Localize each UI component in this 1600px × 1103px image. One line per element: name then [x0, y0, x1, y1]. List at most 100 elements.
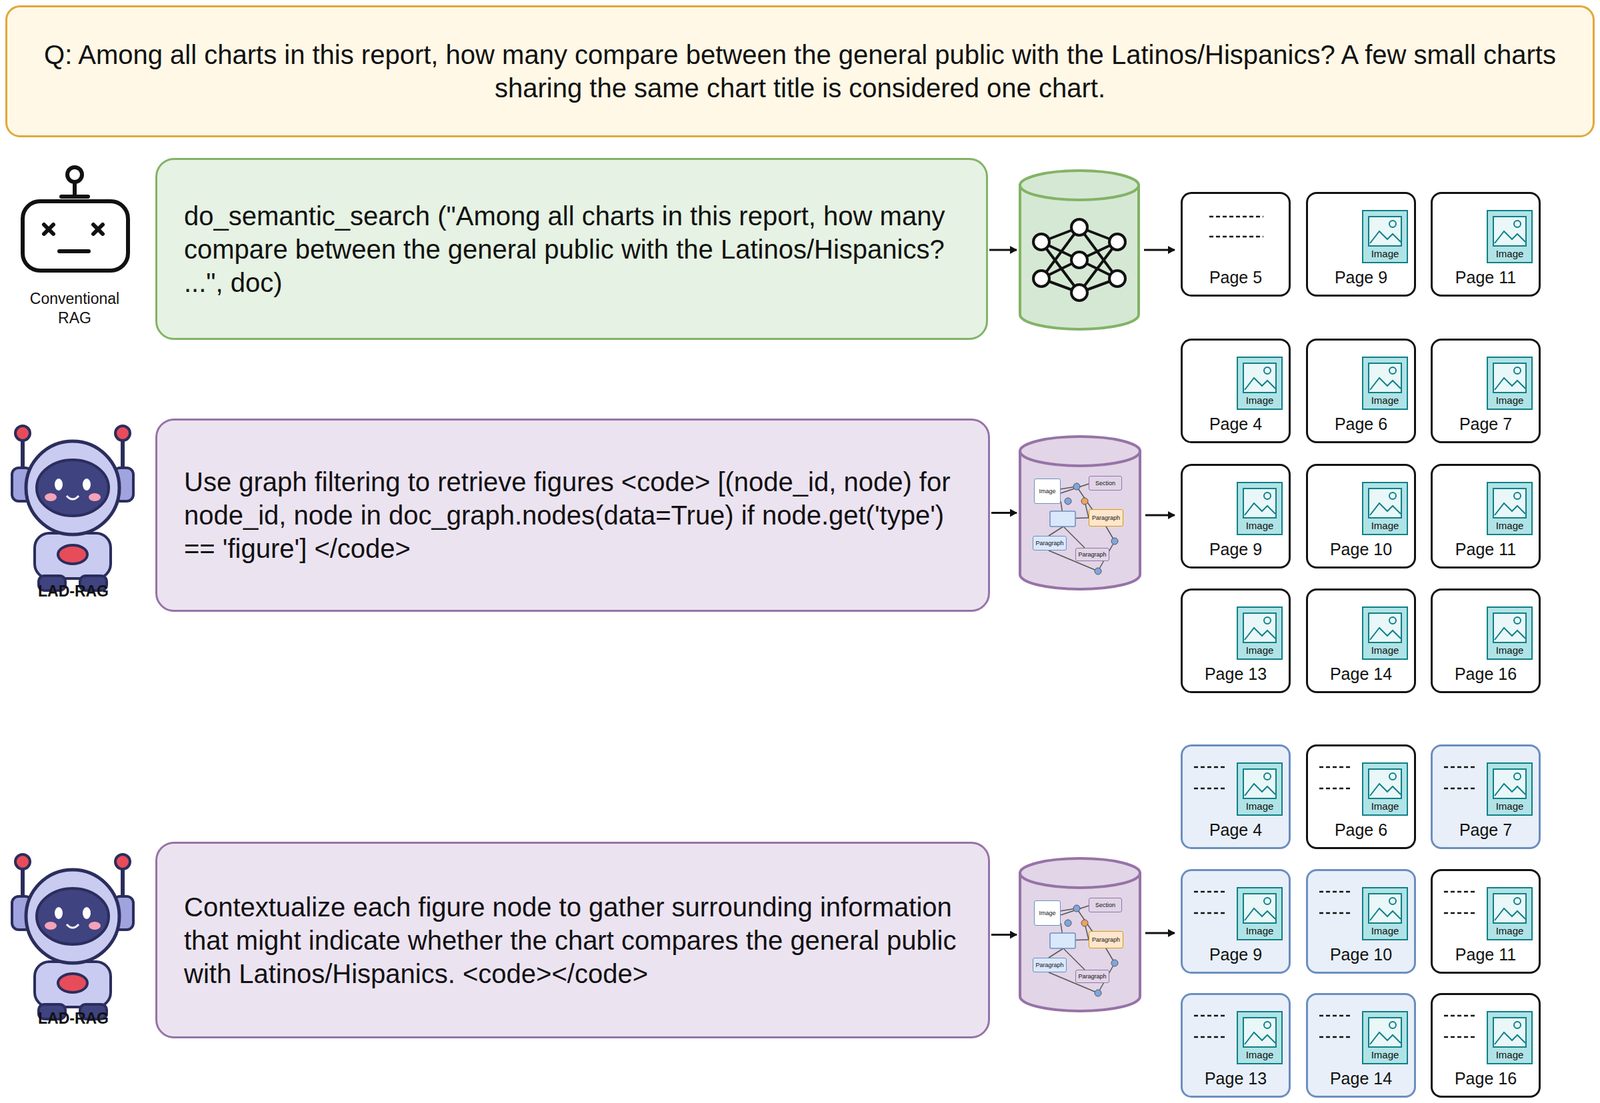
- image-label: Image: [1496, 800, 1524, 812]
- page-label: Page 11: [1455, 945, 1516, 964]
- image-icon: Image: [1486, 210, 1533, 264]
- connector-arrow: [991, 512, 1017, 514]
- lad-rag-robot: [12, 854, 134, 1020]
- connector-arrow: [991, 934, 1017, 936]
- image-icon: Image: [1486, 482, 1533, 536]
- page-thumbnail: Page 10 Image: [1306, 869, 1416, 974]
- page-thumbnail: Page 4Image: [1180, 338, 1291, 444]
- image-icon: Image: [1236, 762, 1283, 816]
- image-icon: Image: [1362, 356, 1408, 410]
- agent-label: LAD-RAG: [20, 582, 127, 602]
- page-thumbnail: Page 13 Image: [1180, 588, 1291, 694]
- page-thumbnail: Page 11 Image: [1430, 192, 1541, 297]
- image-icon: Image: [1362, 887, 1408, 941]
- page-thumbnail: Page 14 Image: [1306, 588, 1416, 694]
- cylinder-shape: [1018, 856, 1142, 1014]
- page-thumbnail: Page 14Image: [1306, 993, 1416, 1098]
- graph-node-label: Paragraph: [1035, 540, 1064, 547]
- image-label: Image: [1371, 644, 1400, 656]
- page-label: Page 11: [1455, 540, 1516, 559]
- graph-node: Paragraph: [1032, 536, 1067, 551]
- connector-arrow: [989, 249, 1017, 252]
- image-icon: Image: [1486, 356, 1533, 410]
- graph-node: Paragraph: [1075, 548, 1110, 562]
- query-box: do_semantic_search ("Among all charts in…: [155, 158, 988, 340]
- page-label: Page 9: [1334, 268, 1388, 287]
- graph-node: Section: [1088, 476, 1122, 491]
- image-label: Image: [1246, 800, 1274, 812]
- graph-node-label: Paragraph: [1078, 551, 1106, 558]
- graph-node-label: Section: [1095, 902, 1116, 909]
- image-icon: Image: [1362, 606, 1408, 660]
- image-icon: Image: [1486, 762, 1533, 816]
- image-label: Image: [1246, 925, 1274, 937]
- image-label: Image: [1371, 394, 1400, 406]
- image-icon: Image: [1236, 887, 1283, 941]
- page-thumbnail: Page 7 Image: [1430, 338, 1541, 444]
- graph-cylinder: ImageSectionParagraphParagraphParagraph: [1018, 856, 1142, 1014]
- image-icon: Image: [1486, 887, 1533, 941]
- page-thumbnail: Page 11 Image: [1430, 869, 1541, 974]
- image-icon: Image: [1362, 482, 1408, 536]
- page-label: Page 7: [1459, 820, 1512, 840]
- graph-node: Paragraph: [1088, 931, 1124, 949]
- graph-node-label: Image: [1038, 910, 1056, 917]
- box-text: Contextualize each figure node to gather…: [184, 890, 962, 991]
- image-label: Image: [1371, 520, 1400, 532]
- image-label: Image: [1496, 644, 1524, 656]
- graph-cylinder: ImageSectionParagraphParagraphParagraph: [1018, 434, 1142, 592]
- page-thumbnail: Page 7 Image: [1430, 744, 1541, 850]
- graph-node: Paragraph: [1075, 970, 1110, 984]
- image-icon: Image: [1362, 762, 1408, 816]
- result-arrow: [1144, 250, 1175, 934]
- image-label: Image: [1371, 800, 1400, 812]
- graph-node: Section: [1088, 898, 1122, 913]
- page-thumbnail: Page 16 Image: [1430, 588, 1541, 694]
- lad-rag-robot: [12, 426, 134, 591]
- page-thumbnail: Page 4Image: [1180, 744, 1291, 850]
- image-label: Image: [1496, 394, 1524, 406]
- image-icon: Image: [1236, 1011, 1283, 1065]
- image-label: Image: [1246, 520, 1274, 532]
- image-label: Image: [1371, 248, 1400, 260]
- page-label: Page 6: [1334, 414, 1388, 434]
- page-label: Page 7: [1459, 414, 1512, 434]
- page-label: Page 5: [1209, 268, 1262, 287]
- query-box: Contextualize each figure node to gather…: [155, 842, 990, 1039]
- page-label: Page 13: [1204, 664, 1267, 684]
- image-icon: Image: [1236, 482, 1283, 536]
- page-label: Page 6: [1334, 820, 1388, 840]
- image-label: Image: [1496, 520, 1524, 532]
- query-box: Use graph filtering to retrieve figures …: [155, 418, 990, 612]
- graph-node-label: Section: [1095, 480, 1116, 487]
- cylinder-shape: [1018, 434, 1142, 592]
- page-label: Page 14: [1330, 664, 1392, 684]
- image-label: Image: [1496, 925, 1524, 937]
- agent-label: LAD-RAG: [20, 1009, 127, 1029]
- image-icon: Image: [1236, 606, 1283, 660]
- image-icon: Image: [1486, 1011, 1533, 1065]
- page-label: Page 9: [1209, 945, 1262, 964]
- box-text: Q: Among all charts in this report, how …: [27, 38, 1573, 105]
- page-thumbnail: Page 6 Image: [1306, 744, 1416, 850]
- image-label: Image: [1246, 644, 1274, 656]
- page-label: Page 10: [1330, 945, 1392, 964]
- page-thumbnail: Page 9 Image: [1306, 192, 1416, 297]
- graph-node: Paragraph: [1088, 509, 1124, 527]
- database-cylinder: [1018, 168, 1141, 332]
- page-thumbnail: Page 6 Image: [1306, 338, 1416, 444]
- page-thumbnail: Page 5: [1180, 192, 1291, 297]
- question-box: Q: Among all charts in this report, how …: [5, 5, 1595, 138]
- image-icon: Image: [1362, 210, 1408, 264]
- page-label: Page 9: [1209, 540, 1262, 559]
- conventional-robot: [22, 167, 128, 271]
- image-label: Image: [1496, 248, 1524, 260]
- graph-node: Image: [1034, 478, 1061, 504]
- page-label: Page 11: [1455, 268, 1516, 287]
- image-label: Image: [1496, 1049, 1524, 1061]
- page-label: Page 16: [1454, 664, 1517, 684]
- graph-node-label: Paragraph: [1092, 514, 1120, 522]
- page-thumbnail: Page 13Image: [1180, 993, 1291, 1098]
- page-thumbnail: Page 9 Image: [1180, 464, 1291, 569]
